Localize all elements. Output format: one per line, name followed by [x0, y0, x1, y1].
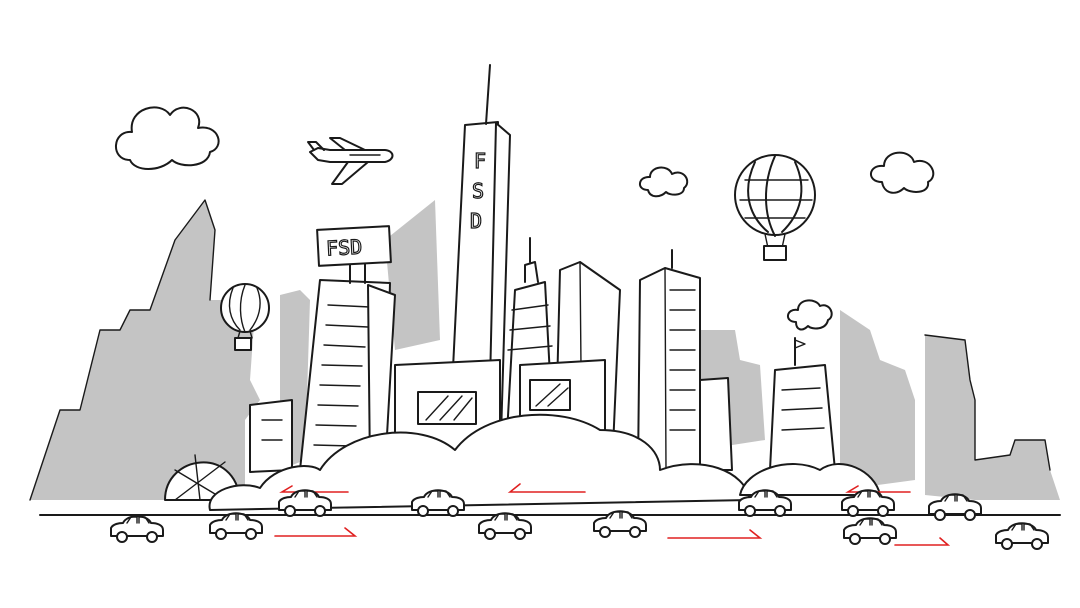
car-icon: [843, 517, 897, 545]
tower-sign-letter-f: F: [474, 149, 486, 173]
car-icon: [110, 515, 164, 543]
skyscrapers: FSD F S D: [164, 64, 836, 501]
cloud-icon: [115, 106, 220, 170]
hot-air-balloon-icon: [220, 283, 270, 351]
cloud-icon: [639, 166, 689, 198]
background-skyline: [29, 199, 1060, 501]
billboard-sign-text: FSD: [325, 235, 362, 261]
cloud-icon: [787, 299, 833, 331]
foreground-bushes: [208, 413, 881, 511]
tower-sign-letter-s: S: [472, 179, 484, 203]
tower-sign-letter-d: D: [470, 209, 482, 233]
car-icon: [478, 512, 532, 540]
hot-air-balloon-icon: [734, 154, 816, 261]
car-icon: [209, 512, 263, 540]
traffic-arrows: [274, 483, 951, 546]
cloud-icon: [870, 151, 935, 194]
airplane-icon: [307, 137, 394, 185]
car-icon: [995, 522, 1049, 550]
